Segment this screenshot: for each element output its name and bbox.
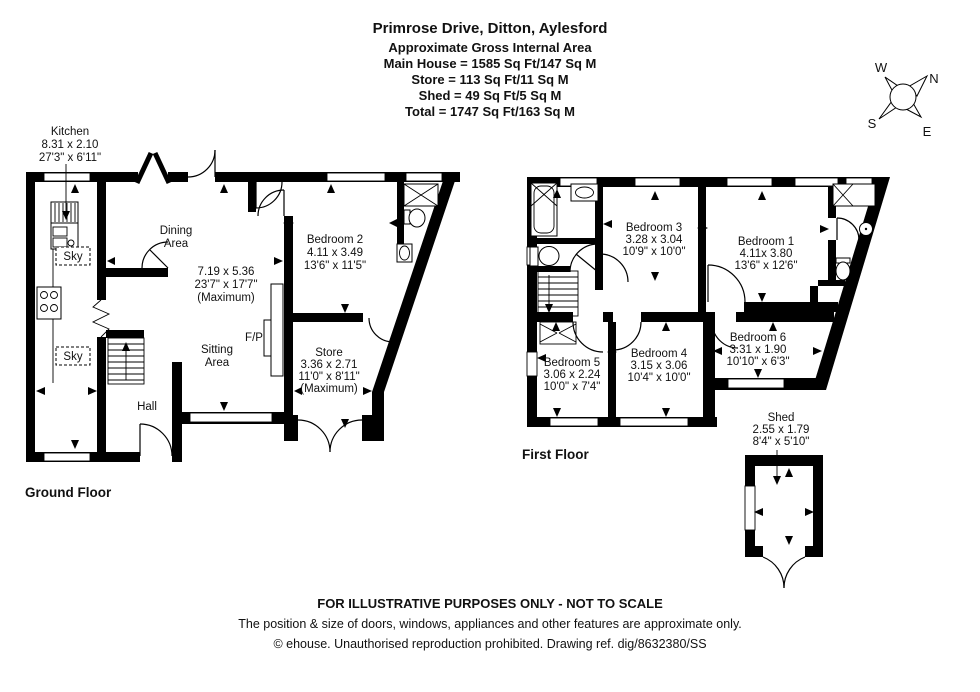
shed-plan: Shed 2.55 x 1.79 8'4" x 5'10" — [744, 412, 823, 589]
kitchen-label: Kitchen — [51, 126, 89, 138]
first-floor-labels: Bedroom 3 3.28 x 3.04 10'9" x 10'0" Bedr… — [522, 222, 798, 462]
first-floor-plan: Bedroom 3 3.28 x 3.04 10'9" x 10'0" Bedr… — [522, 177, 890, 462]
bathtub-icon — [530, 182, 558, 237]
first-floor-doors — [569, 217, 860, 353]
bedroom1-label: Bedroom 1 — [738, 236, 794, 248]
svg-text:3.06 x 2.24: 3.06 x 2.24 — [544, 369, 602, 381]
skylight-label-1: Sky — [63, 251, 82, 263]
bedroom6-label: Bedroom 6 — [730, 332, 786, 344]
svg-text:4.11x 3.80: 4.11x 3.80 — [740, 248, 793, 260]
first-floor-dimension-arrows — [537, 189, 829, 417]
shed-label: Shed — [768, 412, 795, 424]
sitting-area-label: Sitting — [201, 344, 233, 356]
ground-floor-chimney — [134, 151, 172, 185]
hall-label: Hall — [137, 401, 157, 413]
ensuite-bathtub-icon — [832, 183, 876, 207]
first-floor-stairs-icon — [537, 270, 579, 317]
svg-text:10'10" x 6'3": 10'10" x 6'3" — [726, 356, 789, 368]
ground-ensuite-fixtures — [396, 183, 439, 263]
header-total-area: Total = 1747 Sq Ft/163 Sq M — [405, 104, 575, 119]
bedroom3-label: Bedroom 3 — [626, 222, 682, 234]
ground-floor-dimension-arrows — [36, 184, 397, 449]
svg-text:Area: Area — [205, 357, 230, 369]
open-plan-note: (Maximum) — [197, 292, 255, 304]
svg-text:3.28 x 3.04: 3.28 x 3.04 — [626, 234, 684, 246]
basin-icon — [570, 183, 599, 202]
shed-label-arrow — [773, 450, 781, 485]
svg-text:10'4" x 10'0": 10'4" x 10'0" — [627, 372, 690, 384]
skylight-label-2: Sky — [63, 351, 82, 363]
shed-dimension-arrows — [754, 468, 814, 545]
ground-floor-title: Ground Floor — [25, 485, 112, 500]
header-store-area: Store = 113 Sq Ft/11 Sq M — [411, 72, 569, 87]
skylight-boxes — [55, 246, 91, 366]
header-subtitle: Approximate Gross Internal Area — [388, 40, 592, 55]
first-floor-title: First Floor — [522, 447, 589, 462]
fireplace — [263, 283, 284, 377]
svg-text:10'0" x 7'4": 10'0" x 7'4" — [544, 381, 601, 393]
svg-text:3.15 x 3.06: 3.15 x 3.06 — [631, 360, 688, 372]
ground-floor-windows — [43, 172, 443, 462]
compass-west: W — [875, 60, 888, 75]
compass-north: N — [929, 71, 938, 86]
dining-area-label: Dining — [160, 225, 193, 237]
ground-floor-labels: Kitchen 8.31 x 2.10 27'3" x 6'11" Dining… — [25, 126, 366, 500]
airing-cupboard-icon — [539, 321, 577, 345]
ground-floor-stairs-icon — [107, 337, 145, 385]
compass-south: S — [868, 116, 877, 131]
kitchen-metric: 8.31 x 2.10 — [42, 139, 99, 151]
header-shed-area: Shed = 49 Sq Ft/5 Sq M — [418, 88, 562, 103]
page-title: Primrose Drive, Ditton, Aylesford — [372, 20, 608, 37]
shed-walls — [745, 455, 823, 557]
footer-copyright: © ehouse. Unauthorised reproduction proh… — [273, 637, 707, 651]
svg-text:13'6" x 11'5": 13'6" x 11'5" — [304, 260, 366, 272]
svg-text:4.11 x 3.49: 4.11 x 3.49 — [307, 247, 363, 259]
bedroom2-label: Bedroom 2 — [307, 234, 363, 246]
open-plan-imperial: 23'7" x 17'7" — [194, 279, 257, 291]
svg-text:2.55 x 1.79: 2.55 x 1.79 — [753, 424, 810, 436]
svg-text:10'9" x 10'0": 10'9" x 10'0" — [622, 246, 685, 258]
svg-text:8'4" x 5'10": 8'4" x 5'10" — [753, 436, 810, 448]
bedroom4-label: Bedroom 4 — [631, 348, 688, 360]
fireplace-label: F/P — [245, 332, 263, 344]
ensuite-fixtures — [832, 183, 876, 281]
svg-text:Area: Area — [164, 238, 189, 250]
compass-east: E — [923, 124, 932, 139]
toilet-icon — [529, 246, 539, 267]
footer-disclaimer: FOR ILLUSTRATIVE PURPOSES ONLY - NOT TO … — [317, 596, 663, 611]
shed-window — [744, 485, 756, 531]
open-plan-metric: 7.19 x 5.36 — [198, 266, 255, 278]
svg-text:11'0" x 8'11": 11'0" x 8'11" — [298, 371, 359, 383]
compass-icon: W N S E — [868, 60, 939, 139]
ground-floor-doors — [91, 149, 394, 457]
footer: FOR ILLUSTRATIVE PURPOSES ONLY - NOT TO … — [0, 594, 980, 654]
svg-text:13'6" x 12'6": 13'6" x 12'6" — [734, 260, 797, 272]
shed-labels: Shed 2.55 x 1.79 8'4" x 5'10" — [753, 412, 810, 448]
kitchen-opening-icon — [91, 299, 111, 338]
svg-text:3.36 x 2.71: 3.36 x 2.71 — [301, 359, 358, 371]
ground-floor-plan: Kitchen 8.31 x 2.10 27'3" x 6'11" Dining… — [25, 126, 460, 500]
kitchen-imperial: 27'3" x 6'11" — [39, 152, 101, 164]
header: Primrose Drive, Ditton, Aylesford Approx… — [0, 20, 980, 120]
hob-icon — [36, 286, 62, 320]
store-label: Store — [315, 347, 343, 359]
shed-doors — [762, 556, 806, 589]
svg-text:(Maximum): (Maximum) — [300, 383, 358, 395]
svg-text:3.31 x 1.90: 3.31 x 1.90 — [730, 344, 787, 356]
bedroom5-label: Bedroom 5 — [544, 357, 600, 369]
header-main-house-area: Main House = 1585 Sq Ft/147 Sq M — [383, 56, 597, 71]
kitchen-label-arrow — [62, 164, 70, 220]
bathroom-fixtures — [529, 182, 599, 267]
footer-note: The position & size of doors, windows, a… — [238, 617, 742, 631]
